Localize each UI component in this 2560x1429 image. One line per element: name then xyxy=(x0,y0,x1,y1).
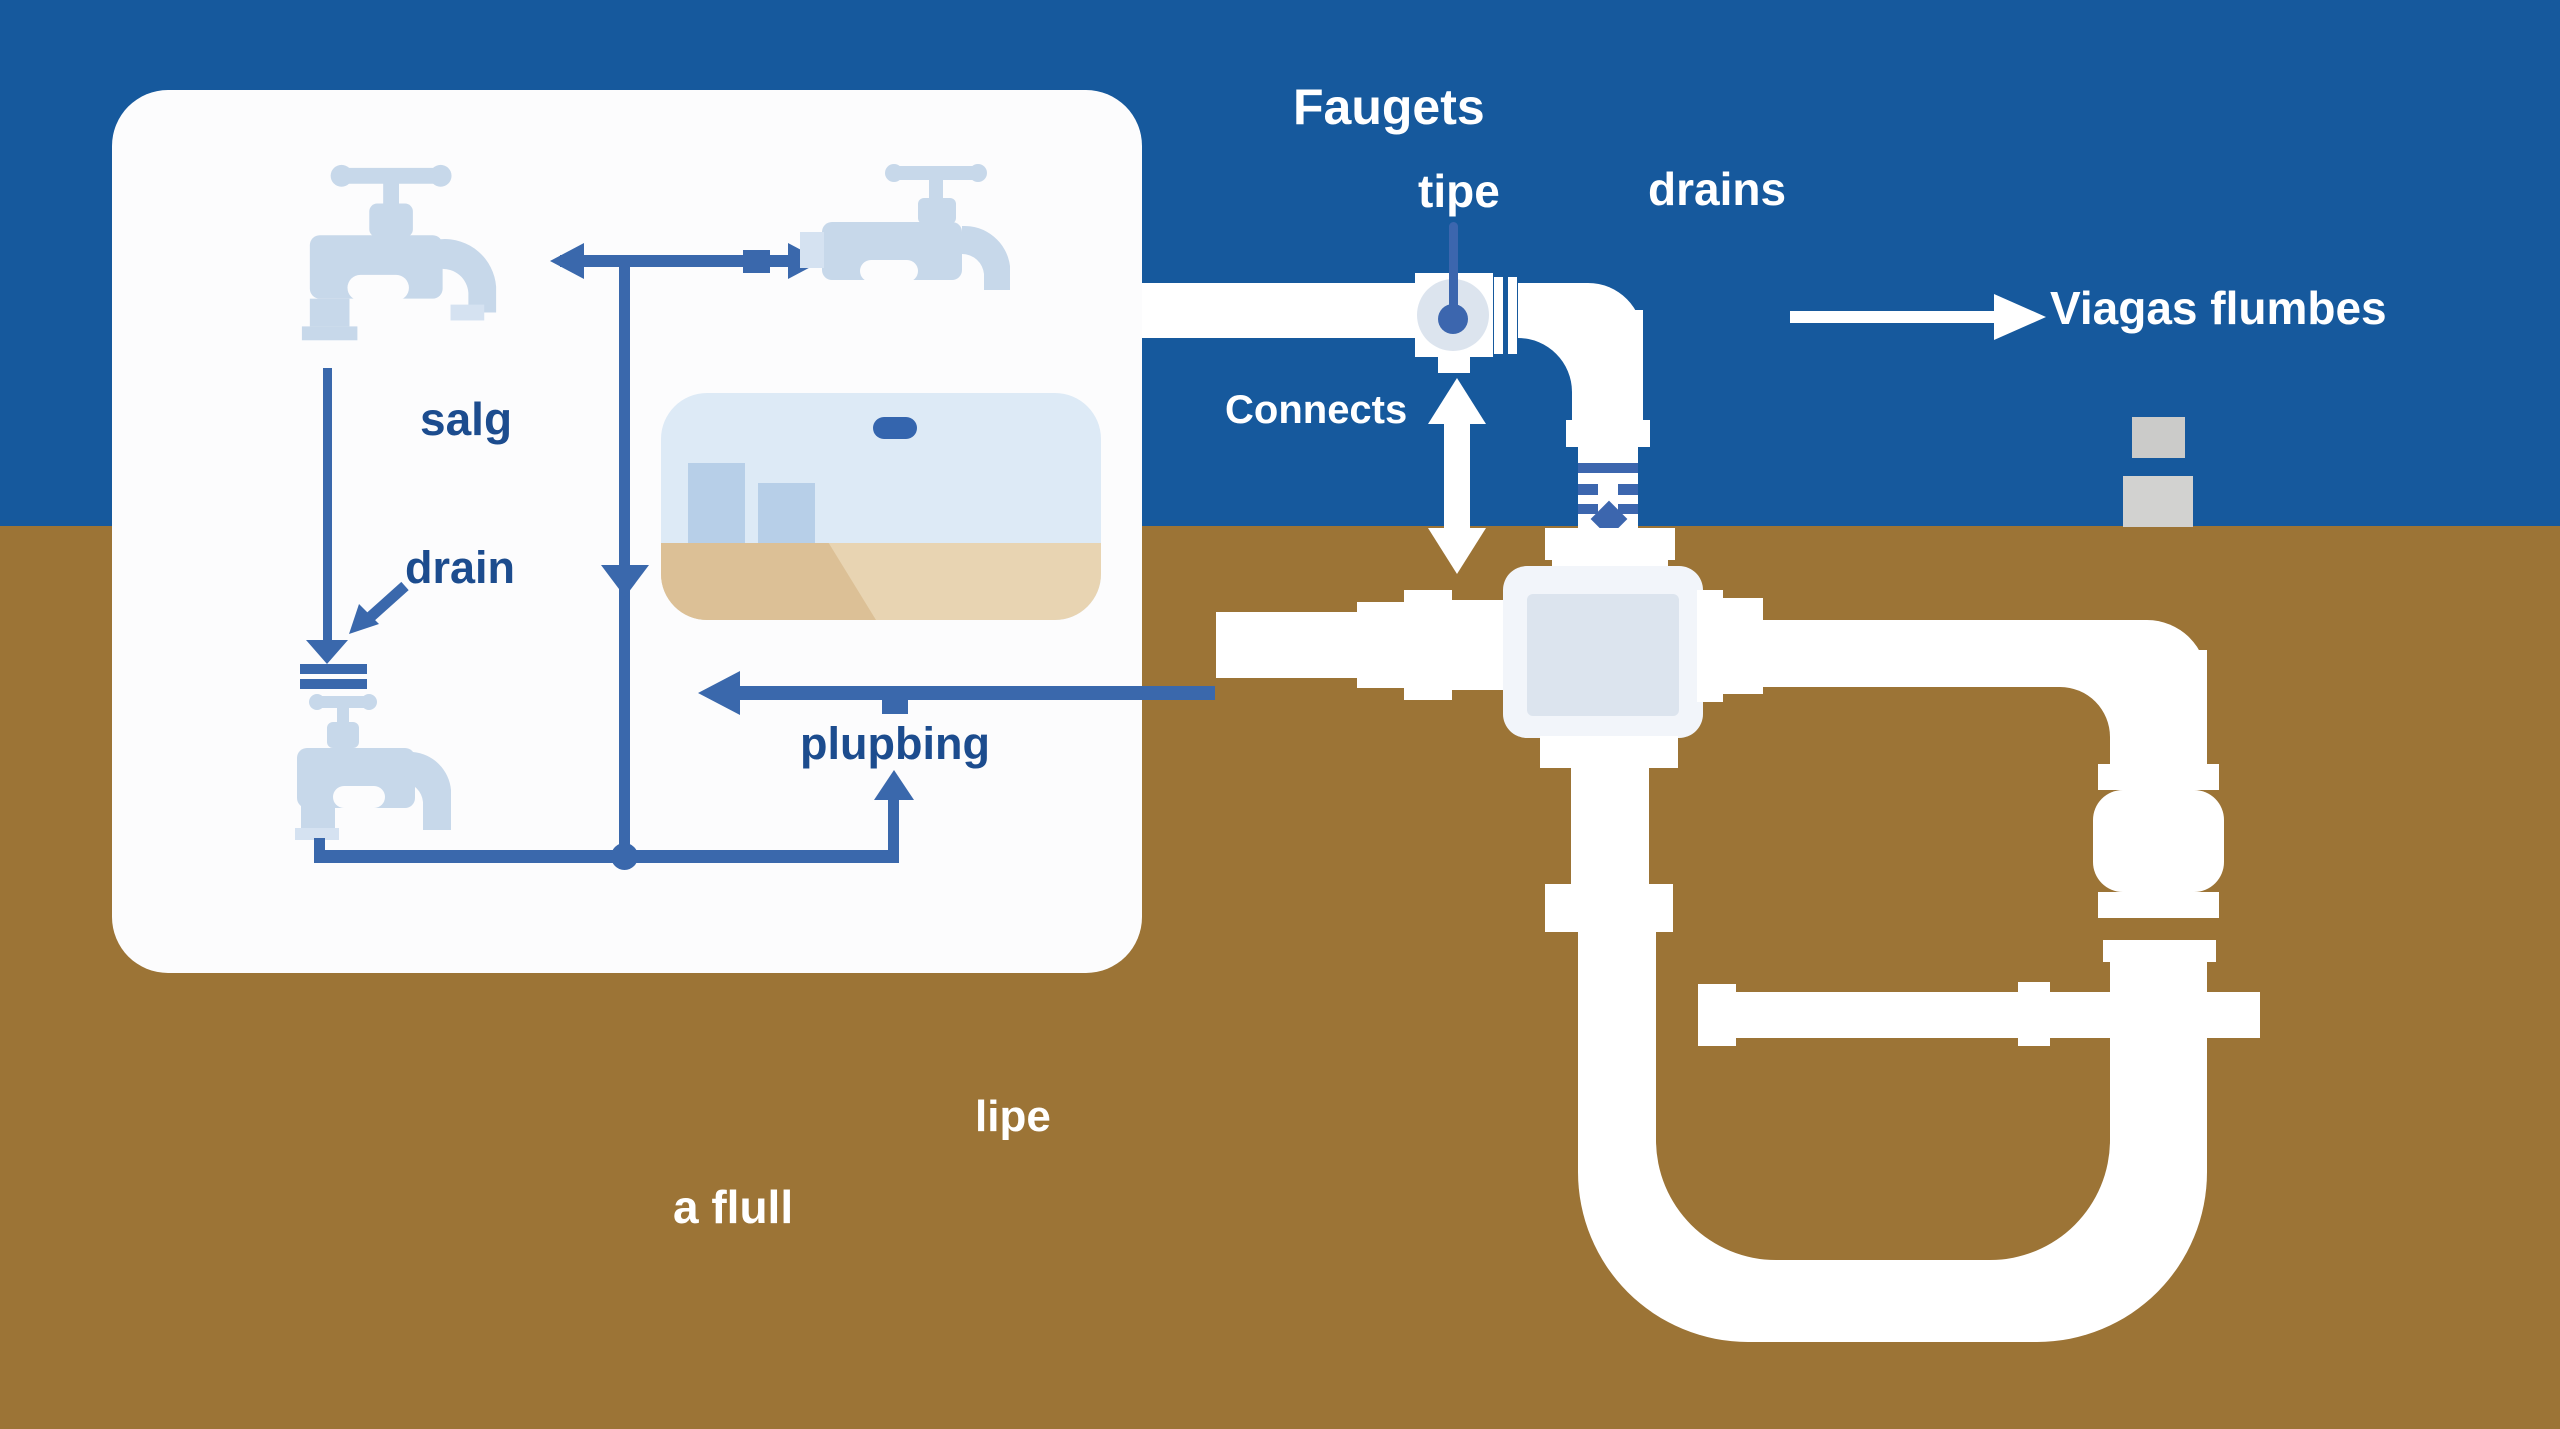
valve-bottom-tab xyxy=(1438,357,1470,373)
thread-stripe xyxy=(1578,484,1598,495)
faucet-icon xyxy=(295,694,451,840)
drain-arrow-icon xyxy=(349,581,409,634)
label-salg: salg xyxy=(420,393,513,445)
ground-block-large xyxy=(2123,476,2193,527)
collector-line xyxy=(314,850,899,863)
junction-dot xyxy=(611,843,638,870)
down-arrow-icon xyxy=(306,640,348,664)
stub-pipe xyxy=(1705,992,2260,1038)
stub-pipe-end-cap xyxy=(1698,984,1736,1046)
cross-center-plate xyxy=(1527,594,1679,716)
thread-stripe xyxy=(1618,484,1638,495)
union-flange xyxy=(2098,892,2219,918)
drain-flow-line xyxy=(323,368,332,643)
flow-line-vertical xyxy=(619,261,630,853)
vertical-double-arrow-icon xyxy=(1428,378,1486,424)
label-drains: drains xyxy=(1648,163,1787,215)
up-arrow-icon xyxy=(874,770,914,800)
pipe-elbow-vertical xyxy=(1572,310,1643,420)
pipe-union-icon xyxy=(1357,602,1407,688)
valve-ball xyxy=(1438,304,1468,334)
thread-stripe xyxy=(1578,463,1638,473)
label-viagas-flumbes: Viagas flumbes xyxy=(2050,282,2387,334)
union-bulge xyxy=(2093,790,2224,892)
pipe-collar xyxy=(1566,420,1650,447)
drain-bars-icon xyxy=(300,679,367,689)
faucet-icon xyxy=(800,164,1010,290)
label-plupbing: plupbing xyxy=(800,718,990,769)
thread-stripe xyxy=(1578,504,1598,514)
collector-line-stub xyxy=(314,838,325,858)
pipe-union-icon xyxy=(1404,590,1452,700)
drain-arm-pipe-right xyxy=(1760,620,2070,687)
sink-illustration xyxy=(661,393,1101,620)
union-flange xyxy=(2098,764,2219,790)
cross-bottom-flange xyxy=(1540,736,1678,768)
connects-label: Connects xyxy=(1225,388,1408,432)
valve-collar xyxy=(1508,277,1517,354)
return-line xyxy=(726,686,1215,700)
cross-right-collar-step xyxy=(1723,598,1763,694)
pipe-elbow-right-vertical xyxy=(2110,650,2207,770)
flow-arrow-icon xyxy=(1994,294,2046,340)
supply-pipe xyxy=(1142,283,1422,338)
sink-bar xyxy=(758,483,815,543)
flow-arrow-shaft xyxy=(1790,311,1996,323)
label-a-flull: a flull xyxy=(673,1181,794,1233)
sink-bar xyxy=(688,463,745,543)
pipe-union-icon xyxy=(1545,884,1673,932)
vertical-double-arrow-shaft xyxy=(1444,420,1470,530)
line-tab xyxy=(882,700,908,714)
down-arrow-icon xyxy=(601,565,649,597)
stub-pipe-coupling xyxy=(2018,982,2050,1046)
drain-bars-icon xyxy=(300,664,367,674)
cross-right-collar xyxy=(1697,590,1723,702)
left-arrow-icon xyxy=(550,243,584,279)
cross-top-flange xyxy=(1545,528,1675,560)
label-drain: drain xyxy=(405,542,516,593)
cross-left-flange xyxy=(1452,600,1503,690)
cross-bottom-pipe xyxy=(1571,766,1649,886)
drain-arm-pipe-left xyxy=(1216,612,1361,678)
label-tipe: tipe xyxy=(1418,165,1500,217)
ground-block-small xyxy=(2132,417,2185,458)
double-arrow-shaft xyxy=(560,255,812,267)
sink-drain-pill xyxy=(873,417,917,439)
line-tab xyxy=(743,250,770,273)
faucet-icon xyxy=(301,164,497,341)
valve-collar xyxy=(1494,277,1503,354)
u-trap-inner xyxy=(1656,1030,2110,1260)
label-lipe: lipe xyxy=(975,1092,1051,1141)
left-arrow-icon xyxy=(698,671,740,715)
valve-handle-icon xyxy=(1449,222,1458,314)
union-flange xyxy=(2103,940,2216,962)
vertical-double-arrow-icon xyxy=(1428,528,1486,574)
label-faugets: Faugets xyxy=(1293,79,1485,135)
thread-stripe xyxy=(1618,504,1638,514)
up-arrow-shaft xyxy=(888,796,899,856)
